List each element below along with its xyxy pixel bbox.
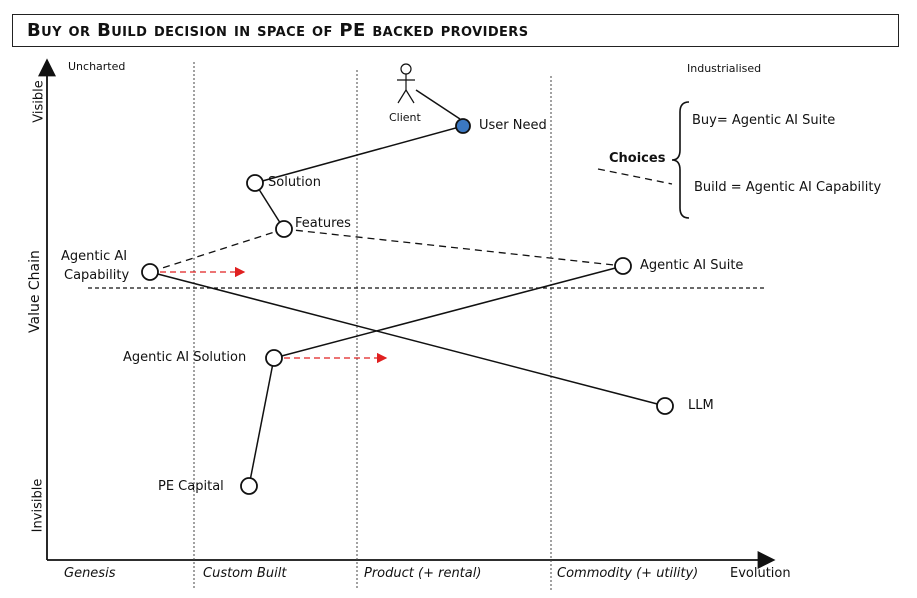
choice-build: Build = Agentic AI Capability	[694, 180, 882, 195]
stage-genesis: Genesis	[64, 566, 116, 581]
link-aisolution-suite	[273, 265, 624, 359]
node-pe-capital	[240, 477, 258, 495]
choice-buy: Buy= Agentic AI Suite	[692, 113, 836, 128]
features-label: Features	[295, 216, 351, 231]
link-client-userneed	[415, 89, 461, 120]
node-solution	[246, 174, 264, 192]
link-features-capability	[149, 228, 285, 273]
choice-links	[149, 168, 673, 273]
link-features-suite	[283, 228, 624, 267]
y-axis-label: Value Chain	[27, 250, 43, 333]
industrialised-label: Industrialised	[687, 62, 762, 75]
stage-custom-built: Custom Built	[203, 566, 287, 581]
link-capability-llm	[149, 271, 666, 407]
solution-label: Solution	[268, 175, 321, 190]
stage-product: Product (+ rental)	[364, 566, 482, 581]
title-box: Buy or Build decision in space of PE bac…	[12, 14, 899, 47]
stage-commodity: Commodity (+ utility)	[557, 566, 699, 581]
pe-capital-label: PE Capital	[158, 479, 224, 494]
choices-label: Choices	[609, 151, 666, 166]
value-chain-links	[149, 89, 666, 487]
client-label: Client	[389, 111, 421, 124]
node-agentic-ai-solution	[265, 349, 283, 367]
node-agentic-ai-suite	[614, 257, 632, 275]
choices-dash	[597, 168, 673, 185]
y-axis-top-label: Visible	[31, 80, 47, 123]
node-user-need	[455, 118, 471, 134]
suite-label: Agentic AI Suite	[640, 258, 744, 273]
choices-brace	[671, 101, 690, 219]
x-axis-label: Evolution	[730, 566, 791, 581]
page-title: Buy or Build decision in space of PE bac…	[27, 20, 529, 41]
user-need-label: User Need	[479, 118, 547, 133]
capability-label-line2: Capability	[64, 268, 130, 283]
uncharted-label: Uncharted	[68, 60, 126, 73]
link-solution-features	[254, 182, 285, 230]
link-aisolution-pecapital	[248, 357, 275, 487]
node-agentic-ai-capability	[141, 263, 159, 281]
node-features	[275, 220, 293, 238]
node-llm	[656, 397, 674, 415]
capability-label-line1: Agentic AI	[61, 249, 128, 264]
ai-solution-label: Agentic AI Solution	[123, 350, 247, 365]
client-actor-icon	[397, 63, 415, 104]
llm-label: LLM	[688, 398, 714, 413]
y-axis-bottom-label: Invisible	[30, 478, 46, 533]
link-userneed-solution	[254, 125, 464, 184]
